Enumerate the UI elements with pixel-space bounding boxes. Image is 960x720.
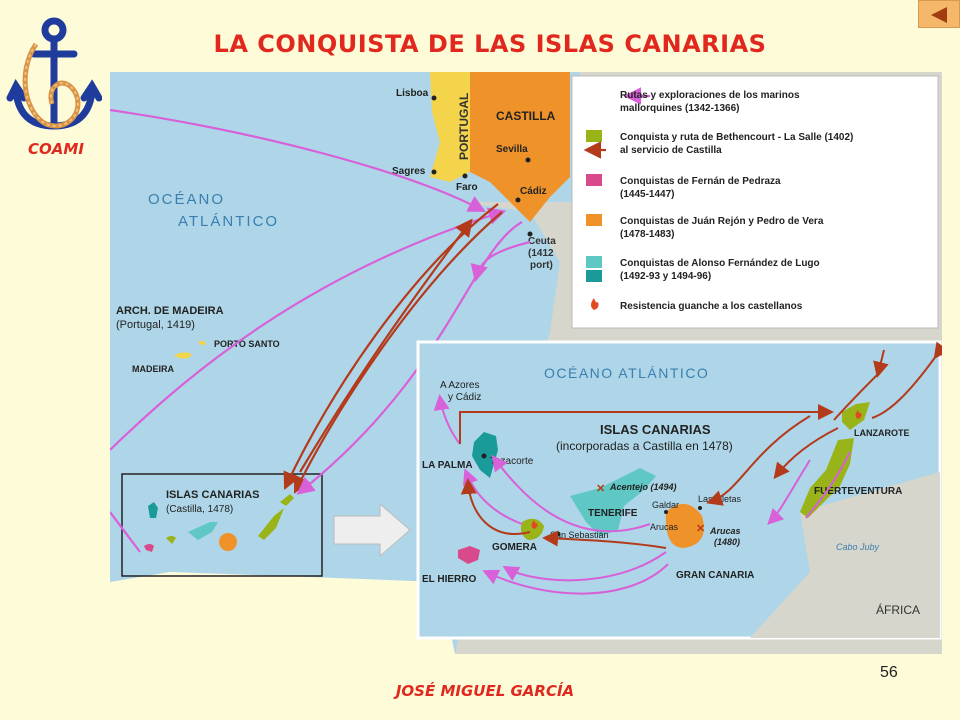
legend-item: Conquistas de Fernán de Pedraza (1445-14…: [586, 174, 781, 200]
legend-item: Conquistas de Juán Rejón y Pedro de Vera…: [586, 214, 824, 240]
inset-subtitle: (incorporadas a Castilla en 1478): [556, 439, 733, 453]
legend-text-2: (1478-1483): [620, 229, 674, 240]
castilla-label: CASTILLA: [496, 109, 556, 123]
fuerteventura-island: [800, 438, 854, 518]
zoom-arrow-icon: [333, 502, 411, 558]
sagres-label: Sagres: [392, 166, 426, 177]
africa-label: ÁFRICA: [876, 602, 920, 617]
inset-title: ISLAS CANARIAS: [600, 422, 711, 437]
legend-item: Resistencia guanche a los castellanos: [591, 298, 803, 312]
gomera-label: GOMERA: [492, 542, 537, 553]
page-number: 56: [880, 664, 898, 681]
faro-label: Faro: [456, 182, 478, 193]
legend-text: Resistencia guanche a los castellanos: [620, 301, 803, 312]
ocean-label-2: ATLÁNTICO: [178, 213, 279, 230]
legend-text-2: (1445-1447): [620, 189, 674, 200]
legend-text-2: mallorquines (1342-1366): [620, 103, 740, 114]
sevilla-label: Sevilla: [496, 144, 528, 155]
map: OCÉANO ATLÁNTICO Lisboa PORTUGAL CASTILL…: [110, 72, 942, 654]
el-hierro-label: EL HIERRO: [422, 574, 476, 585]
svg-text:✕: ✕: [596, 483, 605, 495]
legend-text: Rutas y exploraciones de los marinos: [620, 90, 800, 101]
cabo-juby-label: Cabo Juby: [836, 542, 880, 552]
portugal-label: PORTUGAL: [457, 93, 471, 160]
back-arrow-icon: [931, 7, 947, 23]
acentejo-label: Acentejo (1494): [609, 482, 677, 492]
zoom-box: [121, 473, 323, 577]
legend: Rutas y exploraciones de los marinos mal…: [583, 87, 853, 312]
legend-item: Conquistas de Alonso Fernández de Lugo (…: [586, 256, 820, 282]
madeira-arch-sub: (Portugal, 1419): [116, 319, 195, 331]
el-hierro-island: [458, 546, 480, 564]
logo-text: COAMI: [28, 140, 84, 158]
lanzarote-label: LANZAROTE: [854, 428, 910, 438]
gomera-island: [520, 518, 544, 540]
arucas-label: Arucas: [650, 522, 679, 532]
legend-text: Conquistas de Juán Rejón y Pedro de Vera: [620, 216, 824, 227]
fire-icon: [591, 298, 599, 310]
anchor-logo-icon: [6, 17, 102, 130]
la-palma-label: LA PALMA: [422, 460, 473, 471]
tenerife-island: [570, 468, 656, 536]
galdar-label: Galdar: [652, 500, 679, 510]
gran-canaria-label: GRAN CANARIA: [676, 570, 754, 581]
cadiz-label: Cádiz: [520, 186, 547, 197]
svg-text:✕: ✕: [696, 523, 705, 535]
tazacorte-label: Tazacorte: [490, 456, 534, 467]
legend-item: Conquista y ruta de Bethencourt - La Sal…: [583, 130, 853, 159]
inset-map: OCÉANO ATLÁNTICO A Azores y Cádiz ISLAS …: [416, 340, 942, 640]
ceuta-label-2: (1412: [528, 248, 554, 259]
legend-item: Rutas y exploraciones de los marinos mal…: [620, 87, 800, 114]
legend-text-2: (1492-93 y 1494-96): [620, 271, 711, 282]
ocean-label-1: OCÉANO: [148, 191, 225, 208]
madeira-label: MADEIRA: [132, 364, 174, 374]
canarias-small-sub: (Castilla, 1478): [166, 504, 233, 515]
lisboa-label: Lisboa: [396, 88, 429, 99]
madeira-arch-label: ARCH. DE MADEIRA: [116, 305, 224, 317]
porto-santo-label: PORTO SANTO: [214, 339, 280, 349]
inset-ocean-label: OCÉANO ATLÁNTICO: [544, 365, 709, 381]
legend-text: Conquistas de Alonso Fernández de Lugo: [620, 258, 820, 269]
azores-label: A Azores: [440, 380, 479, 391]
legend-text-2: al servicio de Castilla: [620, 145, 722, 156]
las-isletas-label: Las Isletas: [698, 494, 742, 504]
author-credit: JOSÉ MIGUEL GARCÍA: [395, 682, 575, 700]
castilla-region: [470, 72, 570, 222]
back-button[interactable]: [918, 0, 960, 28]
ceuta-label-3: port): [530, 260, 553, 271]
fuerteventura-label: FUERTEVENTURA: [814, 486, 902, 497]
legend-text: Conquista y ruta de Bethencourt - La Sal…: [620, 132, 853, 143]
arucas-battle-label: Arucas: [709, 526, 741, 536]
slide-title: LA CONQUISTA DE LAS ISLAS CANARIAS: [213, 30, 767, 58]
san-sebastian-label: San Sebastián: [550, 530, 609, 540]
tenerife-label: TENERIFE: [588, 508, 638, 519]
legend-text: Conquistas de Fernán de Pedraza: [620, 176, 781, 187]
arucas-battle-year: (1480): [714, 537, 740, 547]
azores-label-2: y Cádiz: [448, 392, 481, 403]
gran-canaria-island: [665, 503, 704, 548]
canarias-small-label: ISLAS CANARIAS: [166, 489, 260, 501]
legend-panel: [571, 75, 939, 329]
portugal-region: [430, 72, 470, 182]
ceuta-label: Ceuta: [528, 236, 556, 247]
